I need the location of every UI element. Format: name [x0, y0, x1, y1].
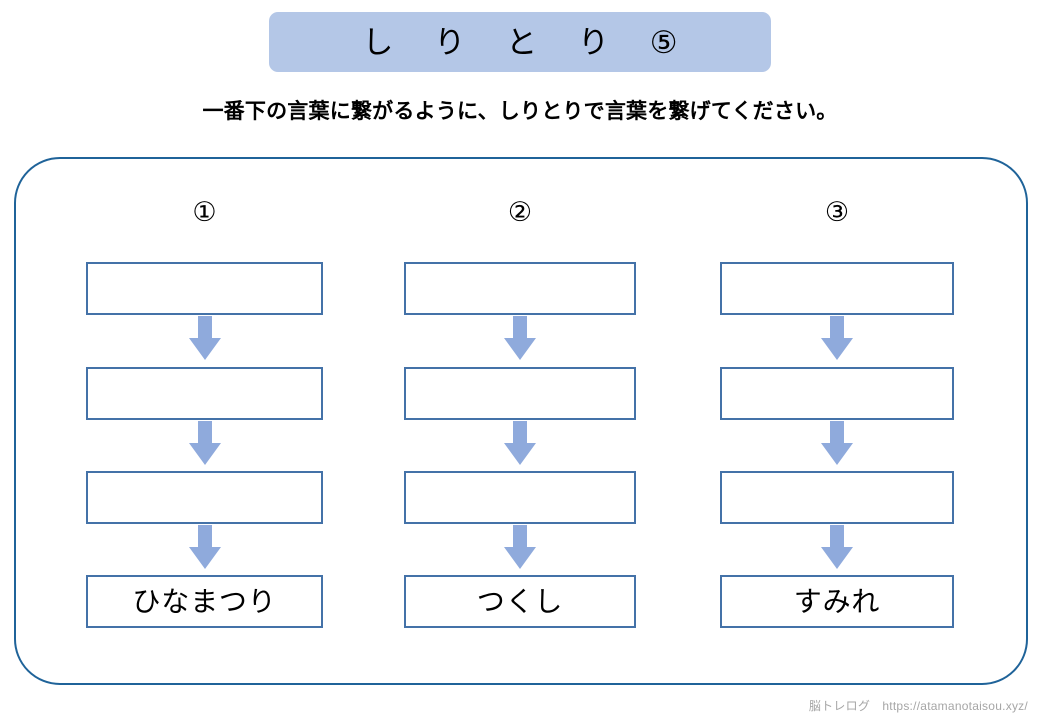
word-box-3-3[interactable] [720, 471, 954, 524]
arrow-down-icon [188, 421, 221, 465]
column-header-1: ① [192, 197, 217, 227]
word-box-2-4-text: つくし [476, 585, 564, 617]
arrow-down-icon [188, 316, 221, 360]
instruction-text: 一番下の言葉に繋がるように、しりとりで言葉を繋げてください。 [202, 100, 838, 123]
word-box-2-1[interactable] [404, 262, 636, 315]
word-box-3-4: すみれ [720, 575, 954, 628]
arrow-down-icon [821, 316, 853, 360]
word-box-2-4: つくし [404, 575, 636, 628]
arrow-down-icon [504, 525, 536, 569]
title-banner: し り と り ⑤ [269, 12, 771, 72]
column-header-3: ③ [824, 197, 850, 227]
worksheet-frame [14, 157, 1028, 685]
word-box-2-2[interactable] [404, 367, 636, 420]
arrow-down-icon [188, 525, 221, 569]
arrow-down-icon [504, 421, 536, 465]
word-box-3-4-text: すみれ [793, 585, 881, 617]
arrow-down-icon [821, 421, 853, 465]
page-title: し り と り ⑤ [362, 24, 694, 60]
word-box-3-2[interactable] [720, 367, 954, 420]
word-box-2-3[interactable] [404, 471, 636, 524]
column-header-2: ② [507, 197, 533, 227]
arrow-down-icon [821, 525, 853, 569]
word-box-1-1[interactable] [86, 262, 323, 315]
word-box-1-4-text: ひなまつり [132, 585, 277, 617]
word-box-1-4: ひなまつり [86, 575, 323, 628]
word-box-3-1[interactable] [720, 262, 954, 315]
footer-credit: 脳トレログ https://atamanotaisou.xyz/ [808, 699, 1028, 713]
word-box-1-3[interactable] [86, 471, 323, 524]
arrow-down-icon [504, 316, 536, 360]
word-box-1-2[interactable] [86, 367, 323, 420]
